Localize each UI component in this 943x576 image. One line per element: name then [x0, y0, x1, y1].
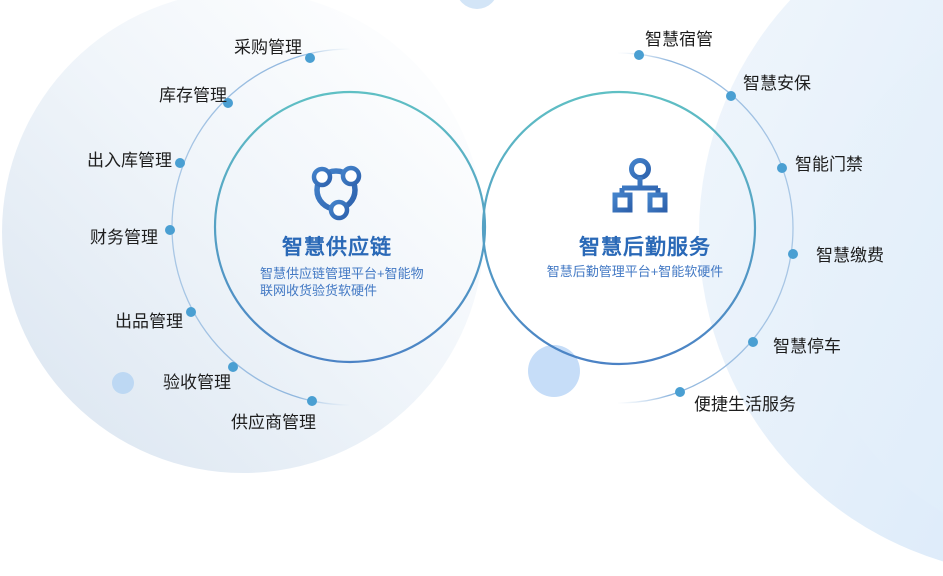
left-circle-ring	[213, 90, 487, 364]
right-item-payment: 智慧缴费	[816, 246, 884, 265]
right-item-life-service: 便捷生活服务	[694, 395, 796, 414]
decor-dot-top	[456, 0, 498, 9]
item-dots	[165, 50, 798, 406]
left-subtitle-line2: 联网收货验货软硬件	[260, 283, 378, 298]
item-dot	[634, 50, 644, 60]
left-item-product: 出品管理	[115, 312, 183, 331]
org-chart-icon	[612, 158, 668, 213]
item-dot	[777, 163, 787, 173]
left-subtitle-line1: 智慧供应链管理平台+智能物	[260, 266, 424, 281]
background-circle-left	[2, 0, 484, 473]
left-item-in-out: 出入库管理	[87, 151, 172, 170]
item-dot	[788, 249, 798, 259]
item-dot	[748, 337, 758, 347]
decor-dot-middle	[528, 345, 580, 397]
left-circle-subtitle: 智慧供应链管理平台+智能物 联网收货验货软硬件	[260, 265, 430, 299]
left-item-finance: 财务管理	[90, 228, 158, 247]
item-dot	[305, 53, 315, 63]
item-dot	[675, 387, 685, 397]
left-item-acceptance: 验收管理	[163, 373, 231, 392]
item-dot	[228, 362, 238, 372]
decor-dot-bottom-left	[112, 372, 134, 394]
right-circle-title: 智慧后勤服务	[579, 236, 711, 259]
network-nodes-icon	[311, 165, 362, 221]
item-dot	[223, 98, 233, 108]
right-item-access: 智能门禁	[795, 155, 863, 174]
right-circle-subtitle: 智慧后勤管理平台+智能软硬件	[546, 264, 724, 279]
right-item-security: 智慧安保	[743, 74, 811, 93]
right-item-parking: 智慧停车	[773, 337, 841, 356]
diagram-canvas	[165, 48, 798, 406]
item-dot	[726, 91, 736, 101]
right-circle-ring	[481, 90, 757, 366]
left-circle-title: 智慧供应链	[282, 236, 392, 259]
left-item-supplier: 供应商管理	[231, 413, 316, 432]
item-dot	[186, 307, 196, 317]
item-dot	[307, 396, 317, 406]
left-item-inventory: 库存管理	[159, 86, 227, 105]
item-dot	[175, 158, 185, 168]
left-item-procurement: 采购管理	[234, 38, 302, 57]
right-item-dormitory: 智慧宿管	[645, 30, 713, 49]
item-dot	[165, 225, 175, 235]
right-items-arc	[617, 52, 794, 404]
